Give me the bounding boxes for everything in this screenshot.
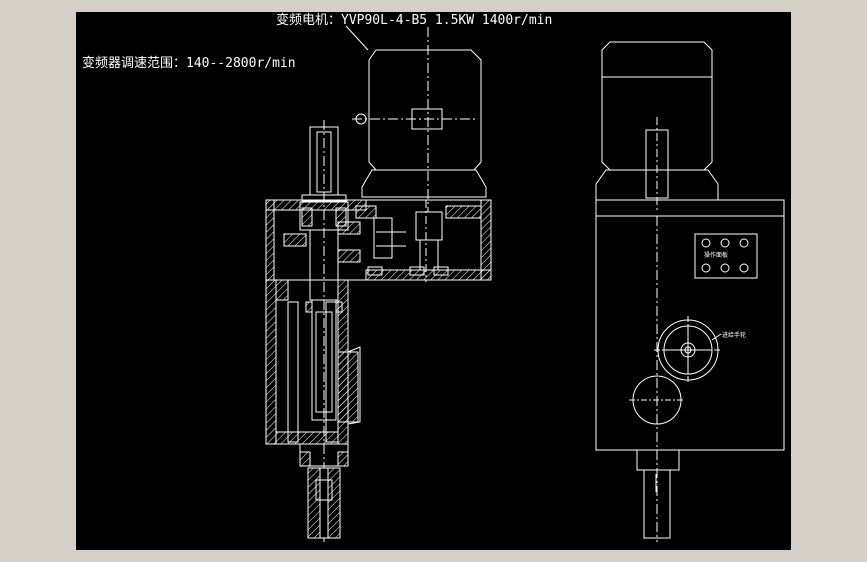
cad-drawing-viewport[interactable]: 变频电机：YVP90L-4-B5 1.5KW 1400r/min 变频器调速范围… [76,12,791,550]
spindle-front [636,449,680,539]
feed-handwheel [654,316,722,384]
spindle-quill [299,120,349,542]
speed-range-label: 变频器调速范围：140--2800r/min [82,56,296,71]
gearbox-front [595,199,785,542]
handwheel-label: 进给手轮 [722,332,747,339]
motor-spec-label: 变频电机：YVP90L-4-B5 1.5KW 1400r/min [276,13,553,28]
spindle-column [265,279,361,445]
control-panel-label: 操作面板 [704,252,729,259]
gearbox-cover-circle [629,375,685,425]
drawing-canvas [265,25,785,542]
motor-body-front [595,41,719,212]
control-panel [694,233,758,279]
gearbox-housing [265,199,492,282]
front-elevation-view [595,41,785,542]
side-section-view [265,25,492,542]
motor-body-side [345,25,487,212]
